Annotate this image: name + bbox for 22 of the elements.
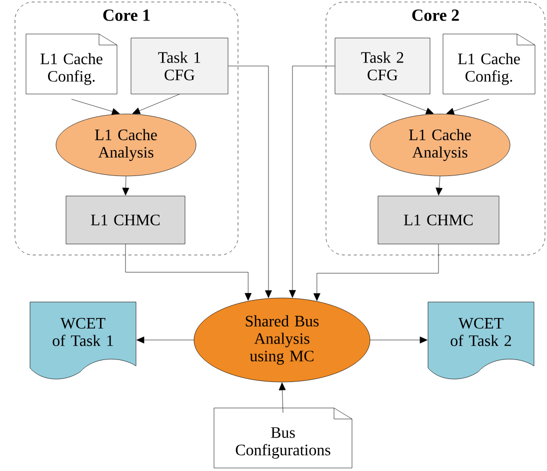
arrow — [71, 99, 120, 115]
arrow — [132, 94, 180, 114]
arrow — [436, 176, 443, 196]
config-document: L1 Cache Config. — [442, 34, 536, 94]
arrow — [370, 336, 428, 344]
arrow — [228, 66, 272, 298]
process-box: Task 2 CFG — [334, 38, 430, 94]
arrow — [125, 244, 252, 301]
result-document: WCET of Task 2 — [428, 302, 534, 380]
process-box: Task 1 CFG — [130, 38, 228, 94]
arrow — [313, 244, 439, 301]
arrow — [382, 94, 434, 114]
result-document: WCET of Task 1 — [30, 302, 136, 380]
config-document: L1 Cache Config. — [26, 34, 118, 94]
arrow — [136, 336, 194, 344]
arrow — [289, 66, 335, 298]
arrow — [446, 99, 490, 115]
process-box: L1 CHMC — [66, 196, 186, 244]
process-box: L1 CHMC — [378, 196, 500, 244]
arrow — [278, 382, 286, 413]
arrow — [122, 176, 130, 196]
config-document: Bus Configurations — [214, 408, 352, 468]
